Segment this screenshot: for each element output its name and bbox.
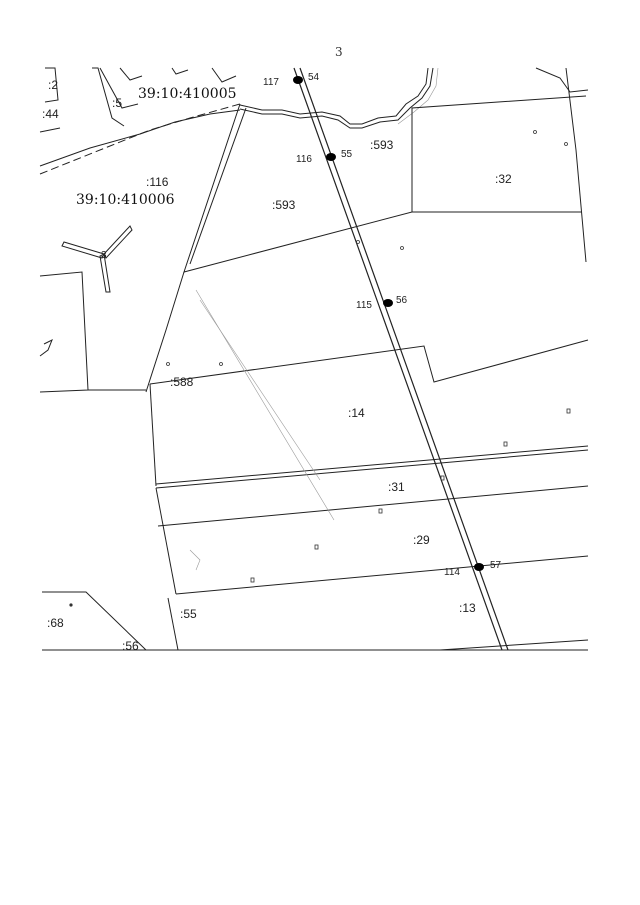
quarter-boundary-dashed (39, 103, 241, 175)
parcel-label-55: :55 (180, 607, 197, 621)
parcel-label-2: :2 (48, 78, 58, 92)
parcel-label-116: :116 (146, 175, 169, 189)
point-label-55: 55 (341, 149, 353, 160)
parcel-label-68: :68 (47, 616, 64, 630)
point-label-116: 116 (296, 154, 312, 165)
parcel-label-588: :588 (170, 375, 194, 389)
windmill-label: 3 (101, 250, 107, 261)
page-number: 3 (335, 45, 343, 59)
point-label-57: 57 (490, 560, 502, 571)
creek (239, 67, 439, 129)
map-markers (69, 130, 571, 607)
parcel-label-44: :44 (42, 107, 59, 121)
survey-point-2 (326, 153, 336, 161)
parcel-label-32: :32 (495, 172, 512, 186)
top-left-buildings (39, 67, 237, 133)
parcel-label-56: :56 (122, 639, 139, 653)
point-label-114: 114 (444, 567, 460, 578)
quarter-boundary-line (39, 109, 241, 167)
quarter-label-410006: 39:10:410006 (76, 192, 175, 208)
windmill-icon (61, 225, 133, 293)
parcel-label-29: :29 (413, 533, 430, 547)
parcel-boundaries (39, 67, 589, 651)
parcel-label-13: :13 (459, 601, 476, 615)
quarter-label-410005: 39:10:410005 (138, 86, 237, 102)
parcel-label-31: :31 (388, 480, 405, 494)
survey-point-4 (474, 563, 484, 571)
parcel-label-14: :14 (348, 406, 365, 420)
point-label-117: 117 (263, 77, 279, 88)
utility-line (293, 67, 509, 651)
survey-point-1 (293, 76, 303, 84)
point-label-56: 56 (396, 295, 408, 306)
point-label-54: 54 (308, 72, 320, 83)
point-label-115: 115 (356, 300, 372, 311)
parcel-label-593-top: :593 (370, 138, 394, 152)
parcel-label-593: :593 (272, 198, 296, 212)
parcel-label-5: :5 (112, 96, 122, 110)
survey-point-3 (383, 299, 393, 307)
